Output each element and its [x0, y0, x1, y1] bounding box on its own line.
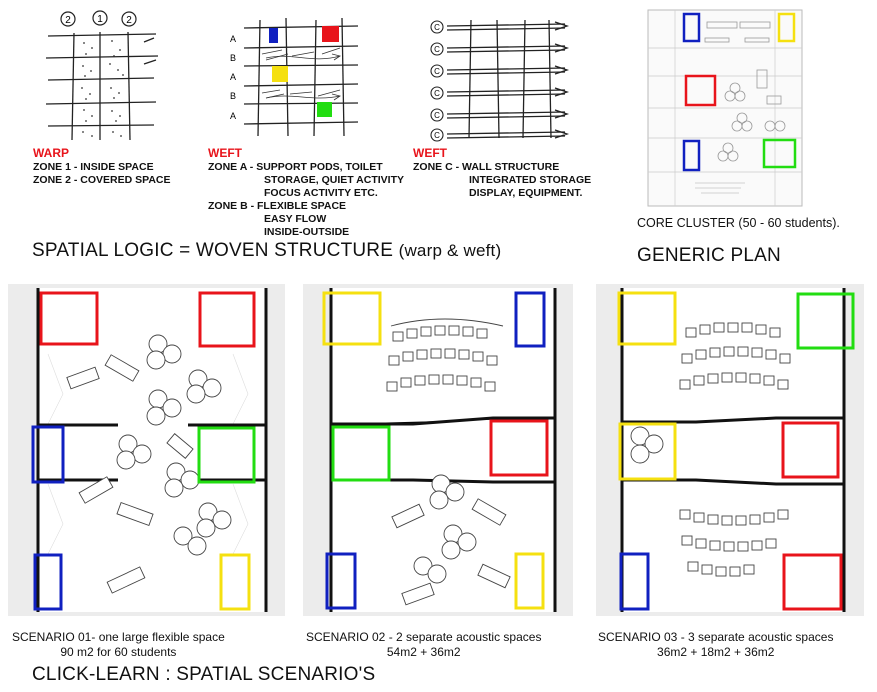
core-cluster-plan [647, 9, 803, 207]
weft-row-label: B [230, 91, 236, 101]
weft-c-line: INTEGRATED STORAGE [469, 174, 592, 186]
generic-plan-title: GENERIC PLAN [637, 245, 781, 266]
scenario-02-pod-yellow [514, 552, 545, 610]
weft-row-label: B [230, 53, 236, 63]
weft-c-sketch: C C C C C C [430, 19, 570, 142]
weft-ab-sketch: A B A B A [230, 17, 359, 137]
support-pod-yellow [272, 66, 288, 82]
scenario-03-pod-yellow [617, 291, 677, 346]
warp-line: ZONE 1 - INSIDE SPACE [33, 161, 154, 173]
weft-c-zone-label: C [434, 45, 440, 54]
scenario-01-pod-yellow [219, 553, 251, 611]
weft-c-heading: WEFT [413, 146, 447, 160]
weft-c-line: DISPLAY, EQUIPMENT. [469, 187, 583, 199]
core-caption: CORE CLUSTER (50 - 60 students). [637, 216, 840, 230]
spatial-logic-text: SPATIAL LOGIC = WOVEN STRUCTURE [32, 240, 394, 261]
support-pod-blue [269, 28, 278, 43]
warp-heading: WARP [33, 146, 69, 160]
weft-row-label: A [230, 111, 236, 121]
scenario-03-line1: SCENARIO 03 - 3 separate acoustic spaces [598, 630, 834, 644]
scenario-03-pod-yellow [618, 422, 677, 481]
weft-line: EASY FLOW [264, 213, 327, 225]
footer-title: CLICK-LEARN : SPATIAL SCENARIO'S [32, 664, 376, 685]
warp-zone-label: 2 [65, 15, 71, 26]
warp-line: ZONE 2 - COVERED SPACE [33, 174, 171, 186]
scenario-03-line2: 36m2 + 18m2 + 36m2 [657, 645, 775, 659]
scenario-03-pod-red [782, 553, 843, 611]
weft-ab-caption: WEFT ZONE A - SUPPORT PODS, TOILET STORA… [208, 146, 404, 239]
weft-row-label: A [230, 34, 236, 44]
core-pod-yellow [777, 12, 796, 43]
scenario-01-pod-red [39, 291, 99, 346]
warp-zone-label: 1 [97, 14, 103, 25]
weft-c-line: ZONE C - WALL STRUCTURE [413, 161, 560, 173]
core-pod-blue [682, 12, 701, 43]
weft-line: FOCUS ACTIVITY ETC. [264, 187, 378, 199]
weft-line: STORAGE, QUIET ACTIVITY [264, 174, 405, 186]
scenario-01-pod-blue [33, 553, 63, 611]
weft-line: ZONE B - FLEXIBLE SPACE [208, 200, 347, 212]
scenario-03-pod-green [796, 292, 855, 350]
weft-line: ZONE A - SUPPORT PODS, TOILET [208, 161, 383, 173]
warp-sketch: 2 1 2 [45, 10, 159, 141]
weft-c-zone-label: C [434, 131, 440, 140]
weft-c-zone-label: C [434, 89, 440, 98]
scenario-03-pod-red [781, 421, 840, 479]
scenario-03-plan [596, 284, 864, 616]
support-pod-red [322, 26, 339, 42]
scenario-01-plan [8, 284, 285, 616]
weft-c-caption: WEFT ZONE C - WALL STRUCTURE INTEGRATED … [413, 146, 591, 200]
scenario-01-caption: SCENARIO 01- one large flexible space 90… [12, 630, 225, 660]
core-pod-green [762, 138, 797, 169]
scenario-01-pod-green [197, 426, 256, 484]
weft-ab-heading: WEFT [208, 146, 242, 160]
scenario-02-pod-yellow [322, 291, 382, 346]
core-pod-red [684, 74, 717, 107]
scenario-01-pod-red [198, 291, 256, 348]
scenario-01-line1: SCENARIO 01- one large flexible space [12, 630, 225, 644]
scenario-02-pod-blue [514, 291, 546, 348]
scenario-02-pod-red [489, 419, 549, 477]
scenario-02-pod-blue [325, 552, 357, 610]
scenario-01-line2: 90 m2 for 60 students [60, 645, 177, 659]
spatial-logic-note: (warp & weft) [398, 241, 502, 260]
weft-c-zone-label: C [434, 23, 440, 32]
weft-c-zone-label: C [434, 67, 440, 76]
weft-row-label: A [230, 72, 236, 82]
scenario-03-caption: SCENARIO 03 - 3 separate acoustic spaces… [598, 630, 833, 660]
weft-line: INSIDE-OUTSIDE [264, 226, 350, 238]
warp-caption: WARP ZONE 1 - INSIDE SPACE ZONE 2 - COVE… [33, 146, 171, 187]
scenario-02-line2: 54m2 + 36m2 [386, 645, 461, 659]
scenario-02-plan [303, 284, 573, 616]
core-pod-blue [682, 139, 701, 172]
scenario-02-caption: SCENARIO 02 - 2 separate acoustic spaces… [306, 630, 541, 660]
support-pod-green [317, 102, 332, 117]
weft-c-zone-label: C [434, 111, 440, 120]
scenario-03-pod-blue [619, 552, 650, 611]
scenario-02-line1: SCENARIO 02 - 2 separate acoustic spaces [306, 630, 542, 644]
warp-zone-label: 2 [126, 15, 132, 26]
spatial-logic-title: SPATIAL LOGIC = WOVEN STRUCTURE (warp & … [32, 240, 501, 262]
scenario-02-pod-green [331, 425, 391, 482]
scenario-01-pod-blue [31, 425, 65, 484]
